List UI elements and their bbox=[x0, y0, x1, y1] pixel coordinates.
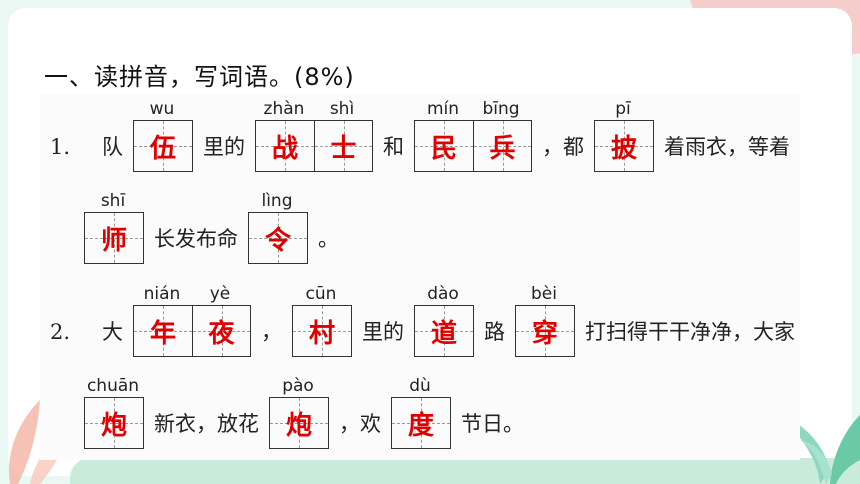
answer-group: dù 度 bbox=[391, 375, 451, 449]
answer-char: 兵 bbox=[489, 133, 516, 164]
pinyin: yè bbox=[209, 284, 231, 304]
answer-char: 夜 bbox=[208, 318, 235, 349]
q1-text: ，都 bbox=[542, 135, 584, 159]
answer-group: dào 道 bbox=[414, 283, 474, 357]
answer-cell[interactable]: 年 bbox=[134, 306, 192, 356]
answer-cell[interactable]: 战 bbox=[256, 121, 314, 171]
pinyin: bèi bbox=[531, 284, 557, 304]
q2-text: ， bbox=[261, 320, 282, 344]
answer-char: 炮 bbox=[285, 410, 312, 441]
answer-group: zhàn shì 战 士 bbox=[255, 98, 373, 172]
q2-text: 路 bbox=[484, 320, 505, 344]
answer-cell[interactable]: 兵 bbox=[473, 121, 531, 171]
q2-text: 大 bbox=[102, 320, 123, 344]
worksheet bbox=[40, 95, 800, 460]
answer-char: 披 bbox=[610, 133, 637, 164]
q2-number: 2. bbox=[50, 320, 71, 344]
answer-cell[interactable]: 度 bbox=[392, 398, 450, 448]
q2-text: 里的 bbox=[362, 320, 404, 344]
q2-text: 打扫得干干净净，大家 bbox=[585, 320, 795, 344]
answer-char: 炮 bbox=[100, 410, 127, 441]
answer-group: nián yè 年 夜 bbox=[133, 283, 251, 357]
answer-char: 穿 bbox=[531, 318, 558, 349]
q1-text: 里的 bbox=[203, 135, 245, 159]
answer-char: 村 bbox=[308, 318, 335, 349]
answer-cell[interactable]: 穿 bbox=[516, 306, 574, 356]
answer-char: 战 bbox=[271, 133, 298, 164]
q1-text: 着雨衣，等着 bbox=[664, 135, 790, 159]
answer-char: 士 bbox=[330, 133, 357, 164]
decorative-footer-bar bbox=[70, 458, 860, 484]
q2-line2: chuān 炮 新衣，放花 pào 炮 ，欢 dù 度 节日。 bbox=[80, 375, 530, 449]
answer-group: bèi 穿 bbox=[515, 283, 575, 357]
answer-group: wu 伍 bbox=[133, 98, 193, 172]
answer-char: 伍 bbox=[149, 133, 176, 164]
q2-text: 新衣，放花 bbox=[154, 412, 259, 436]
answer-cell[interactable]: 炮 bbox=[85, 398, 143, 448]
answer-group: pào 炮 bbox=[269, 375, 329, 449]
pinyin: wu bbox=[149, 99, 175, 119]
pinyin: shì bbox=[329, 99, 355, 119]
answer-group: pī 披 bbox=[594, 98, 654, 172]
q2-text: ，欢 bbox=[339, 412, 381, 436]
answer-char: 度 bbox=[407, 410, 434, 441]
answer-char: 令 bbox=[264, 225, 291, 256]
answer-char: 道 bbox=[430, 318, 457, 349]
answer-char: 师 bbox=[100, 225, 127, 256]
q2-text: 节日。 bbox=[461, 412, 524, 436]
section-heading: 一、读拼音，写词语。(8%) bbox=[44, 63, 355, 91]
pinyin: mín bbox=[426, 99, 460, 119]
answer-cell[interactable]: 伍 bbox=[134, 121, 192, 171]
answer-group: lìng 令 bbox=[248, 190, 308, 264]
pinyin: pào bbox=[282, 376, 314, 396]
answer-group: mín bīng 民 兵 bbox=[414, 98, 532, 172]
pinyin: lìng bbox=[261, 191, 293, 211]
palm-decoration-icon bbox=[770, 410, 860, 484]
pinyin: pī bbox=[615, 99, 631, 119]
q1-number: 1. bbox=[50, 135, 71, 159]
answer-char: 年 bbox=[149, 318, 176, 349]
pinyin: bīng bbox=[482, 99, 520, 119]
q1-text: 长发布命 bbox=[154, 227, 238, 251]
answer-cell[interactable]: 士 bbox=[314, 121, 372, 171]
answer-cell[interactable]: 师 bbox=[85, 213, 143, 263]
answer-cell[interactable]: 村 bbox=[293, 306, 351, 356]
answer-cell[interactable]: 炮 bbox=[270, 398, 328, 448]
pinyin: cūn bbox=[305, 284, 337, 304]
pinyin: zhàn bbox=[263, 99, 305, 119]
answer-group: cūn 村 bbox=[292, 283, 352, 357]
answer-group: chuān 炮 bbox=[84, 375, 144, 449]
answer-group: shī 师 bbox=[84, 190, 144, 264]
answer-cell[interactable]: 民 bbox=[415, 121, 473, 171]
answer-char: 民 bbox=[430, 133, 457, 164]
q1-text: 和 bbox=[383, 135, 404, 159]
pinyin: dù bbox=[409, 376, 431, 396]
pinyin: chuān bbox=[86, 376, 140, 396]
answer-cell[interactable]: 夜 bbox=[192, 306, 250, 356]
q1-line2: shī 师 长发布命 lìng 令 。 bbox=[80, 190, 345, 264]
pinyin: shī bbox=[100, 191, 126, 211]
q1-text: 队 bbox=[102, 135, 123, 159]
q1-text: 。 bbox=[318, 227, 339, 251]
pinyin: dào bbox=[427, 284, 459, 304]
answer-cell[interactable]: 令 bbox=[249, 213, 307, 263]
pinyin: nián bbox=[143, 284, 181, 304]
answer-cell[interactable]: 道 bbox=[415, 306, 473, 356]
answer-cell[interactable]: 披 bbox=[595, 121, 653, 171]
